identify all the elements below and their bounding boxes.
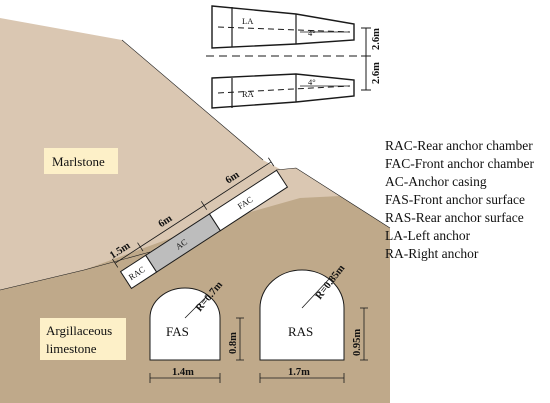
left-anchor-outline bbox=[211, 5, 355, 49]
legend-item: AC-Anchor casing bbox=[385, 174, 487, 189]
left-anchor-label: LA bbox=[242, 16, 254, 26]
plan-spacing-upper: 2.6m bbox=[371, 28, 382, 50]
marlstone-label: Marlstone bbox=[52, 154, 105, 169]
marlstone-label-box bbox=[44, 148, 118, 174]
plan-view: LA 4° RA 4° 2.6m 2.6m bbox=[206, 5, 382, 109]
dim-tick-1 bbox=[137, 242, 144, 252]
right-anchor-angle: 4° bbox=[308, 77, 316, 87]
ras-outline bbox=[259, 269, 345, 361]
left-anchor-angle: 4° bbox=[308, 28, 316, 38]
ras-radius-line bbox=[301, 277, 331, 309]
fas-outline bbox=[149, 287, 221, 361]
right-anchor-outline bbox=[211, 73, 355, 109]
rear-anchor-surface: R=0.85m RAS 0.95m 1.7m bbox=[259, 263, 368, 383]
legend-item: FAS-Front anchor surface bbox=[385, 192, 525, 207]
ras-label: RAS bbox=[288, 324, 313, 339]
legend-item: LA-Left anchor bbox=[385, 228, 471, 243]
fas-radius-line bbox=[184, 295, 208, 319]
dim-rac-line bbox=[114, 246, 141, 264]
dim-ac-line bbox=[140, 205, 205, 248]
right-anchor-label: RA bbox=[242, 89, 255, 99]
legend-item: RAC-Rear anchor chamber bbox=[385, 138, 533, 153]
limestone-label-line2: limestone bbox=[46, 341, 97, 356]
hill-outline bbox=[275, 167, 391, 229]
dim-tick-3 bbox=[268, 157, 275, 167]
slope-outline bbox=[121, 39, 264, 161]
plan-spacing-lower: 2.6m bbox=[371, 62, 382, 84]
legend-item: RA-Right anchor bbox=[385, 246, 479, 261]
left-anchor-axis bbox=[217, 26, 351, 33]
legend: RAC-Rear anchor chamber FAC-Front anchor… bbox=[385, 138, 534, 261]
dim-fac-line bbox=[203, 161, 272, 206]
fas-label: FAS bbox=[166, 324, 189, 339]
front-anchor-chamber bbox=[208, 169, 289, 232]
ras-width-text: 1.7m bbox=[288, 367, 310, 378]
fas-height-text: 0.8m bbox=[228, 332, 239, 354]
ras-height-text: 0.95m bbox=[352, 329, 363, 356]
layer-boundary-line bbox=[0, 251, 151, 291]
legend-item: FAC-Front anchor chamber bbox=[385, 156, 534, 171]
dim-tick-0 bbox=[112, 258, 119, 268]
dim-tick-2 bbox=[200, 201, 208, 210]
limestone-label-box bbox=[40, 318, 126, 360]
right-anchor-axis bbox=[217, 85, 351, 94]
limestone-label-line1: Argillaceous bbox=[46, 323, 112, 338]
fas-width-text: 1.4m bbox=[172, 367, 194, 378]
legend-item: RAS-Rear anchor surface bbox=[385, 210, 524, 225]
